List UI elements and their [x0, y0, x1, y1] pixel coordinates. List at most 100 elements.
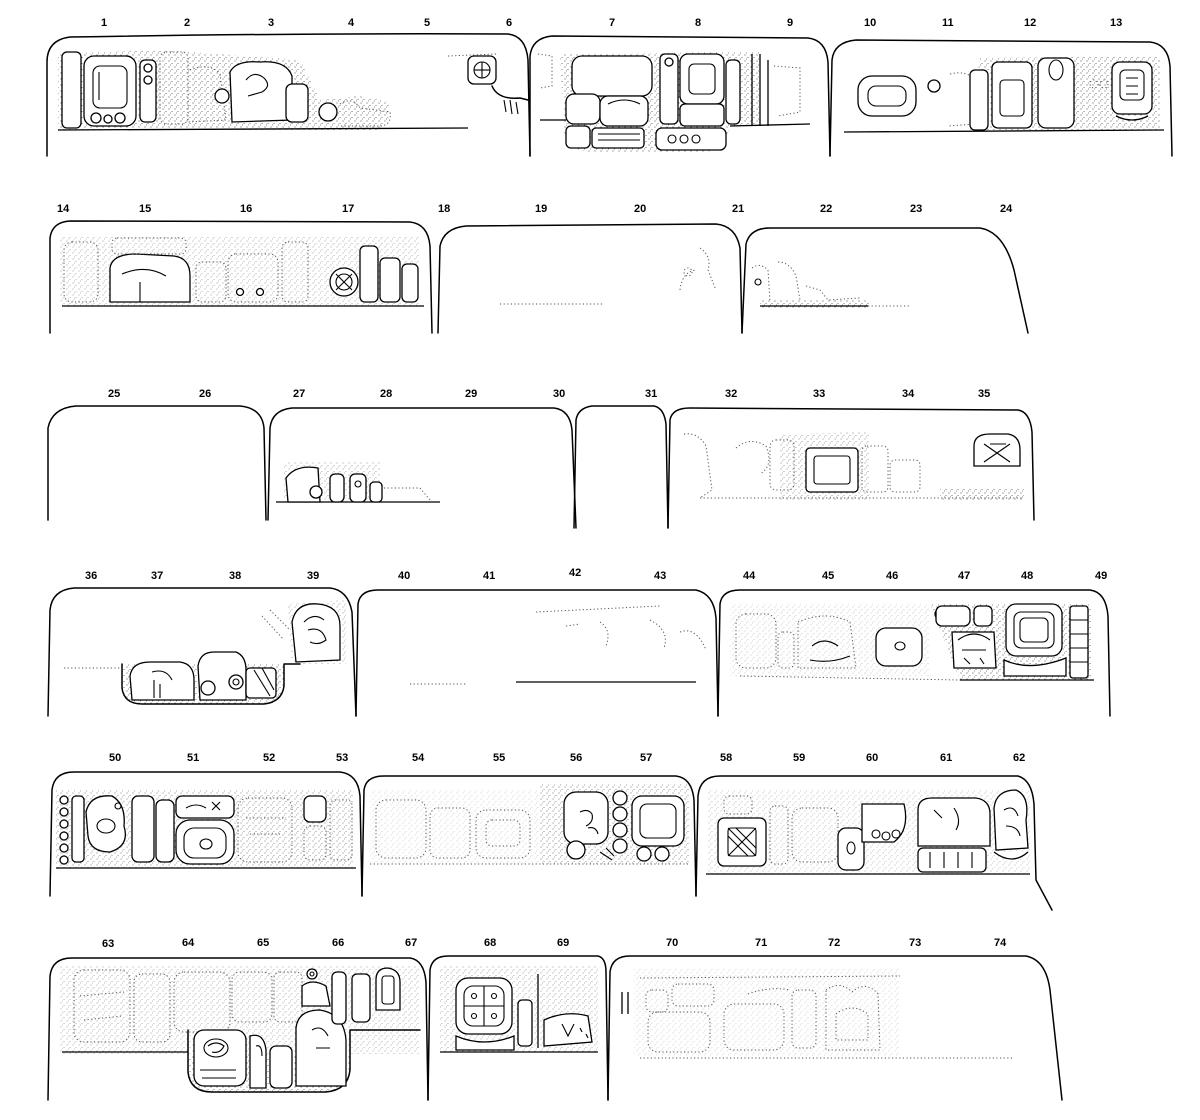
position-number: 11 — [942, 17, 954, 29]
carved-band — [940, 488, 1024, 500]
position-number: 52 — [263, 752, 275, 764]
position-number: 71 — [755, 937, 767, 949]
fragment-outline — [437, 223, 743, 334]
glyph-block — [291, 603, 341, 663]
position-number: 54 — [412, 752, 425, 764]
position-number: 8 — [695, 17, 701, 29]
position-number: 35 — [978, 388, 990, 400]
position-number: 16 — [240, 203, 252, 215]
position-number: 65 — [257, 937, 269, 949]
position-number: 14 — [57, 203, 70, 215]
position-number: 59 — [793, 752, 805, 764]
carved-band — [760, 300, 870, 308]
position-number: 33 — [813, 388, 825, 400]
fragment-outline — [667, 407, 1035, 529]
row-3-fragments — [47, 405, 1035, 529]
position-number: 27 — [293, 388, 305, 400]
position-number: 26 — [199, 388, 211, 400]
position-number: 5 — [424, 17, 430, 29]
position-number: 51 — [187, 752, 199, 764]
position-number: 30 — [553, 388, 565, 400]
position-number: 39 — [307, 570, 319, 582]
position-number: 73 — [909, 937, 921, 949]
position-number: 67 — [405, 937, 417, 949]
position-number: 20 — [634, 203, 646, 215]
carved-band — [370, 790, 540, 864]
fragment-outline — [49, 220, 433, 334]
position-number: 43 — [654, 570, 666, 582]
position-number: 48 — [1021, 570, 1033, 582]
fragment-outline — [49, 771, 363, 897]
position-number: 28 — [380, 388, 392, 400]
position-number: 60 — [866, 752, 878, 764]
position-number: 10 — [864, 17, 876, 29]
glyph-block — [1111, 61, 1153, 115]
glyph-block — [85, 795, 127, 853]
position-number: 47 — [958, 570, 970, 582]
position-number: 61 — [940, 752, 952, 764]
position-number: 62 — [1013, 752, 1025, 764]
glyph-block — [857, 75, 917, 117]
glyph-block — [571, 55, 653, 97]
glyph-block — [837, 827, 865, 871]
position-number: 9 — [787, 17, 793, 29]
position-number: 56 — [570, 752, 582, 764]
fragment-outline — [573, 405, 669, 529]
position-number: 68 — [484, 937, 496, 949]
glyph-block — [993, 789, 1029, 851]
position-numbers: 1 2 3 4 5 6 7 8 9 10 11 12 13 14 15 16 1… — [57, 17, 1122, 950]
position-number: 31 — [645, 388, 657, 400]
fragment-outline — [741, 227, 1029, 334]
fragment-outline — [355, 589, 719, 717]
glyph-block — [139, 59, 157, 123]
fragment-outline — [607, 955, 1063, 1101]
carved-band — [634, 968, 900, 1056]
position-number: 36 — [85, 570, 97, 582]
fragment-outline — [47, 957, 429, 1101]
position-number: 38 — [229, 570, 241, 582]
glyph-block — [805, 447, 859, 493]
fragment-outline — [46, 33, 531, 157]
glyph-block — [973, 433, 1021, 467]
fragment-outline — [529, 35, 831, 157]
position-number: 50 — [109, 752, 121, 764]
glyph-block — [175, 819, 235, 865]
position-number: 29 — [465, 388, 477, 400]
position-number: 49 — [1095, 570, 1107, 582]
fragment-outline — [829, 39, 1173, 157]
glyph-block — [991, 61, 1033, 129]
position-number: 69 — [557, 937, 569, 949]
position-number: 40 — [398, 570, 410, 582]
position-number: 44 — [743, 570, 756, 582]
position-number: 45 — [822, 570, 834, 582]
position-number: 21 — [732, 203, 744, 215]
position-number: 72 — [828, 937, 840, 949]
position-number: 46 — [886, 570, 898, 582]
glyph-block — [679, 53, 725, 105]
glyph-circle — [318, 102, 338, 122]
glyph-block — [563, 791, 609, 845]
row-1-fragments — [46, 33, 1173, 157]
fragment-outline — [361, 775, 697, 897]
fragment-outline — [267, 407, 577, 529]
position-number: 15 — [139, 203, 151, 215]
position-number: 4 — [348, 17, 355, 29]
position-number: 6 — [506, 17, 512, 29]
position-number: 7 — [609, 17, 615, 29]
position-number: 41 — [483, 570, 495, 582]
fragment-outline — [717, 589, 1111, 717]
position-number: 1 — [101, 17, 107, 29]
fragment-outline — [47, 405, 267, 521]
position-number: 12 — [1024, 17, 1036, 29]
position-number: 42 — [569, 567, 581, 579]
position-number: 25 — [108, 388, 120, 400]
position-number: 24 — [1000, 203, 1013, 215]
position-number: 66 — [332, 937, 344, 949]
glyph-block — [109, 253, 191, 303]
glyph-block — [861, 803, 907, 843]
position-number: 37 — [151, 570, 163, 582]
row-5-fragments — [49, 771, 1053, 911]
glyph-block — [1005, 603, 1063, 657]
glyph-block — [917, 797, 991, 847]
